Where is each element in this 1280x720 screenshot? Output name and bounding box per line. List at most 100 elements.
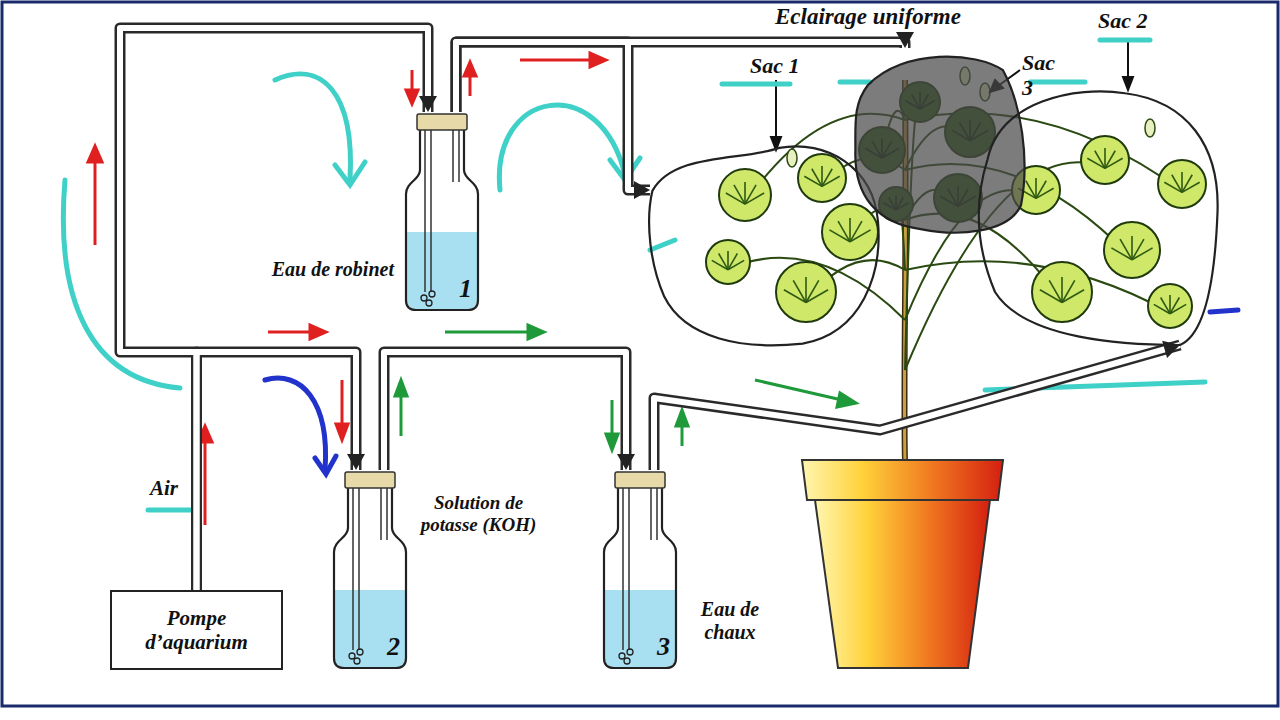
- lighting-label: Eclairage uniforme: [775, 4, 961, 30]
- leaf-vein: [1131, 236, 1133, 260]
- leaf-vein: [719, 254, 728, 270]
- tube: [654, 345, 1180, 470]
- arrow-head: [896, 32, 914, 48]
- leaf-vein: [849, 218, 851, 242]
- bag: Sac 1: [650, 135, 885, 350]
- inner-tube: [353, 486, 387, 650]
- tube-bore: [197, 352, 357, 590]
- flask-number: 2: [387, 632, 400, 662]
- leaf-vein: [727, 251, 729, 270]
- arrow-head: [347, 454, 365, 470]
- flask: Eau de robinet1: [402, 112, 482, 312]
- inner-tube: [623, 486, 657, 650]
- inner-tube: [425, 128, 459, 292]
- flask-label: Eau de chaux: [686, 598, 774, 644]
- bubble: [619, 653, 625, 659]
- bud: [787, 149, 797, 167]
- leaf-vein: [1132, 248, 1153, 260]
- flask-glass: [334, 484, 406, 668]
- leaf-vein: [1095, 151, 1105, 169]
- air-label: Air: [150, 476, 178, 500]
- leaf-vein: [1105, 158, 1123, 168]
- leaf-vein: [821, 166, 823, 186]
- dark-bag: Sac 3: [850, 48, 1030, 233]
- leaf-vein: [1049, 280, 1062, 302]
- hand-annotations: [63, 40, 1205, 510]
- pump-label: Pompe d’aquarium: [112, 602, 281, 658]
- tube-bore: [120, 28, 428, 590]
- stopper: [417, 114, 467, 130]
- leaf: [1081, 136, 1129, 184]
- bubble: [429, 291, 435, 297]
- tube-wall: [456, 42, 650, 190]
- bag-label: Sac 3: [1022, 50, 1055, 101]
- flask-number: 3: [657, 632, 670, 662]
- pot: [802, 460, 1003, 668]
- bag-shape: [649, 146, 878, 345]
- tube: [384, 352, 626, 470]
- flask-label: Solution de potasse (KOH): [416, 492, 541, 536]
- liquid: [335, 590, 405, 667]
- tube-bore: [654, 345, 1180, 470]
- leaf-vein: [1061, 277, 1063, 303]
- leaf: [776, 262, 836, 322]
- leaf: [798, 154, 846, 202]
- tube-bore: [384, 352, 626, 470]
- tube-wall: [384, 352, 626, 470]
- bubble: [354, 658, 360, 664]
- flask-number: 1: [459, 274, 472, 304]
- arrow-head: [634, 181, 650, 199]
- bag-label: Sac 1: [750, 53, 800, 78]
- flow-arrows-red: [88, 53, 606, 525]
- stopper: [345, 472, 395, 488]
- leaf: [706, 240, 750, 284]
- bubble: [624, 658, 630, 664]
- tube: [197, 352, 357, 590]
- bag-label: Sac 2: [1098, 8, 1148, 33]
- bud: [1145, 119, 1155, 137]
- pot-rim: [802, 460, 1003, 500]
- leaf-vein: [1036, 188, 1054, 198]
- tube: [456, 42, 905, 112]
- flask-glass: [406, 126, 478, 310]
- tube-wall: [654, 345, 1180, 470]
- leaf-vein: [1182, 182, 1200, 192]
- bag-shape: [855, 57, 1024, 233]
- tube-wall: [120, 28, 428, 590]
- leaf-vein: [728, 260, 744, 269]
- flask-glass: [604, 484, 676, 668]
- leaf-vein: [1169, 295, 1171, 314]
- arrow-head: [419, 96, 437, 112]
- leaf-vein: [822, 176, 840, 186]
- bag-outline: [650, 135, 885, 350]
- leaf: [1148, 284, 1192, 328]
- liquid: [407, 232, 477, 309]
- leaf-vein: [1120, 239, 1132, 260]
- tube: [120, 28, 428, 590]
- leaf-vein: [812, 169, 822, 187]
- leaf-vein: [793, 280, 806, 302]
- arrow-head: [1162, 341, 1180, 358]
- bubble: [421, 295, 427, 301]
- leaf-vein: [1181, 172, 1183, 192]
- flask: 3Eau de chaux: [600, 470, 680, 670]
- leaf-vein: [744, 182, 746, 204]
- leaf-vein: [745, 193, 764, 204]
- tube-bore: [456, 42, 650, 190]
- tube-bore: [456, 42, 905, 112]
- flask-label: Eau de robinet: [272, 258, 394, 281]
- leaf-vein: [734, 185, 745, 204]
- bag-shape: [979, 91, 1218, 345]
- leaf: [822, 204, 878, 260]
- bag-outline: [975, 80, 1225, 345]
- tube: [456, 42, 650, 190]
- bag-outline: [850, 48, 1030, 233]
- stopper: [615, 472, 665, 488]
- leaf-vein: [1035, 178, 1037, 198]
- leaf: [719, 169, 771, 221]
- bubble: [627, 649, 633, 655]
- tube-wall: [456, 42, 905, 112]
- bubble: [426, 300, 432, 306]
- leaf-vein: [1062, 290, 1084, 303]
